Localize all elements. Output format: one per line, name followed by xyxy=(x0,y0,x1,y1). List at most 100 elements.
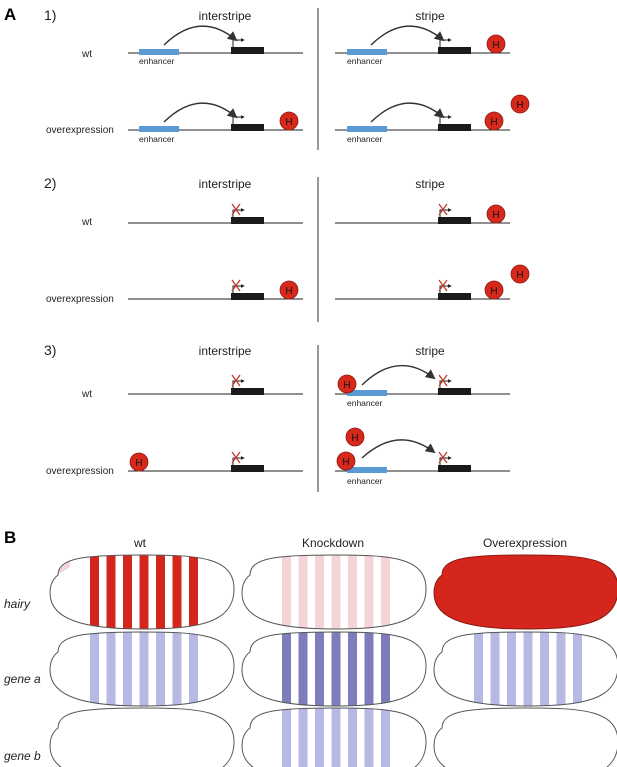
embryo-hairy-knockdown xyxy=(241,554,427,630)
expression-stripe xyxy=(364,708,374,767)
row-label-wt: wt xyxy=(81,389,92,400)
hairy-protein-letter: H xyxy=(492,210,499,221)
section-1-left-title: interstripe xyxy=(199,9,252,23)
hairy-protein-letter: H xyxy=(342,457,349,468)
hairy-protein-letter: H xyxy=(490,117,497,128)
expression-stripe xyxy=(523,632,533,706)
expression-stripe xyxy=(315,632,324,706)
expression-stripe xyxy=(90,632,99,706)
embryo-body xyxy=(50,708,234,767)
embryo-outline xyxy=(241,707,427,767)
enhancer-label: enhancer xyxy=(139,56,175,66)
embryo-body xyxy=(434,555,617,629)
enhancer-label: enhancer xyxy=(347,134,383,144)
gene-box xyxy=(231,217,264,224)
promoter-arrow xyxy=(439,115,452,124)
hairy-protein-letter: H xyxy=(351,433,358,444)
column-header-wt: wt xyxy=(133,536,147,550)
expression-stripe xyxy=(282,555,291,629)
embryo-body xyxy=(434,708,617,767)
expression-stripe xyxy=(348,708,357,767)
embryo-outline xyxy=(433,631,617,707)
embryo-hairy-wt xyxy=(49,554,235,630)
expression-stripe xyxy=(348,632,357,706)
expression-stripe xyxy=(282,632,291,706)
hairy-protein-letter: H xyxy=(490,286,497,297)
activation-arrow xyxy=(361,439,436,459)
section-1-right-title: stripe xyxy=(415,9,445,23)
hairy-protein-icon xyxy=(337,374,357,394)
enhancer-box xyxy=(139,49,179,55)
promoter-arrow xyxy=(439,38,452,47)
section-3-left-title: interstripe xyxy=(199,344,252,358)
embryo-gene-a-wt xyxy=(49,631,235,707)
enhancer-box xyxy=(139,126,179,132)
hairy-protein-letter: H xyxy=(135,458,142,469)
expression-stripe xyxy=(490,632,500,706)
row-label-wt: wt xyxy=(81,217,92,228)
hairy-protein-icon xyxy=(484,111,504,131)
gene-box xyxy=(231,47,264,54)
expression-stripe xyxy=(156,632,165,706)
embryo-gene-b-knockdown xyxy=(241,707,427,767)
embryo-gene-b-overexpression xyxy=(433,707,617,767)
gene-box xyxy=(438,47,471,54)
repression-x-icon xyxy=(231,374,241,387)
hairy-protein-letter: H xyxy=(492,40,499,51)
hairy-protein-letter: H xyxy=(285,286,292,297)
row-label-overexpression: overexpression xyxy=(46,125,114,136)
expression-stripe xyxy=(189,555,198,629)
hairy-protein-letter: H xyxy=(285,117,292,128)
hairy-protein-letter: H xyxy=(516,100,523,111)
enhancer-box xyxy=(347,49,387,55)
expression-stripe xyxy=(123,555,132,629)
activation-arrow xyxy=(361,364,436,386)
section-2-left-title: interstripe xyxy=(199,177,252,191)
repression-x-icon xyxy=(231,203,241,216)
repression-x-icon xyxy=(231,451,241,464)
repression-x-icon xyxy=(438,451,448,464)
row-label-overexpression: overexpression xyxy=(46,294,114,305)
embryo-outline xyxy=(241,554,427,630)
row-label-gene-b: gene b xyxy=(4,749,41,763)
enhancer-label: enhancer xyxy=(139,134,175,144)
hairy-protein-icon xyxy=(345,427,365,447)
enhancer-label: enhancer xyxy=(347,476,383,486)
section-1-number: 1) xyxy=(44,7,56,23)
embryo-grid xyxy=(49,554,617,767)
embryo-gene-a-overexpression xyxy=(433,631,617,707)
expression-stripe xyxy=(556,632,566,706)
activation-arrow xyxy=(370,102,445,123)
section-2-right-title: stripe xyxy=(415,177,445,191)
expression-stripe xyxy=(540,632,549,706)
gene-box xyxy=(438,388,471,395)
expression-stripe xyxy=(381,632,390,706)
expression-stripe xyxy=(139,555,149,629)
gene-box xyxy=(438,293,471,300)
expression-stripe xyxy=(381,708,390,767)
embryo-outline xyxy=(241,631,427,707)
expression-stripe xyxy=(331,555,341,629)
hairy-protein-icon xyxy=(510,264,530,284)
repression-x-icon xyxy=(438,279,448,292)
expression-stripe xyxy=(189,632,198,706)
promoter-arrow xyxy=(232,38,245,47)
enhancer-label: enhancer xyxy=(347,398,383,408)
expression-stripe xyxy=(298,555,308,629)
expression-stripe xyxy=(507,632,516,706)
activation-arrow xyxy=(163,25,238,46)
repression-x-icon xyxy=(438,374,448,387)
column-header-overexpression: Overexpression xyxy=(483,536,567,550)
expression-stripe xyxy=(474,632,483,706)
hairy-protein-icon xyxy=(279,111,299,131)
hairy-protein-icon xyxy=(486,204,506,224)
section-3-number: 3) xyxy=(44,342,56,358)
embryo-outline xyxy=(49,631,235,707)
expression-stripe xyxy=(106,555,116,629)
expression-stripe xyxy=(90,555,99,629)
expression-stripe xyxy=(364,632,374,706)
hairy-protein-icon xyxy=(484,280,504,300)
expression-stripe xyxy=(172,555,182,629)
expression-stripe xyxy=(381,555,390,629)
expression-stripe xyxy=(139,632,149,706)
